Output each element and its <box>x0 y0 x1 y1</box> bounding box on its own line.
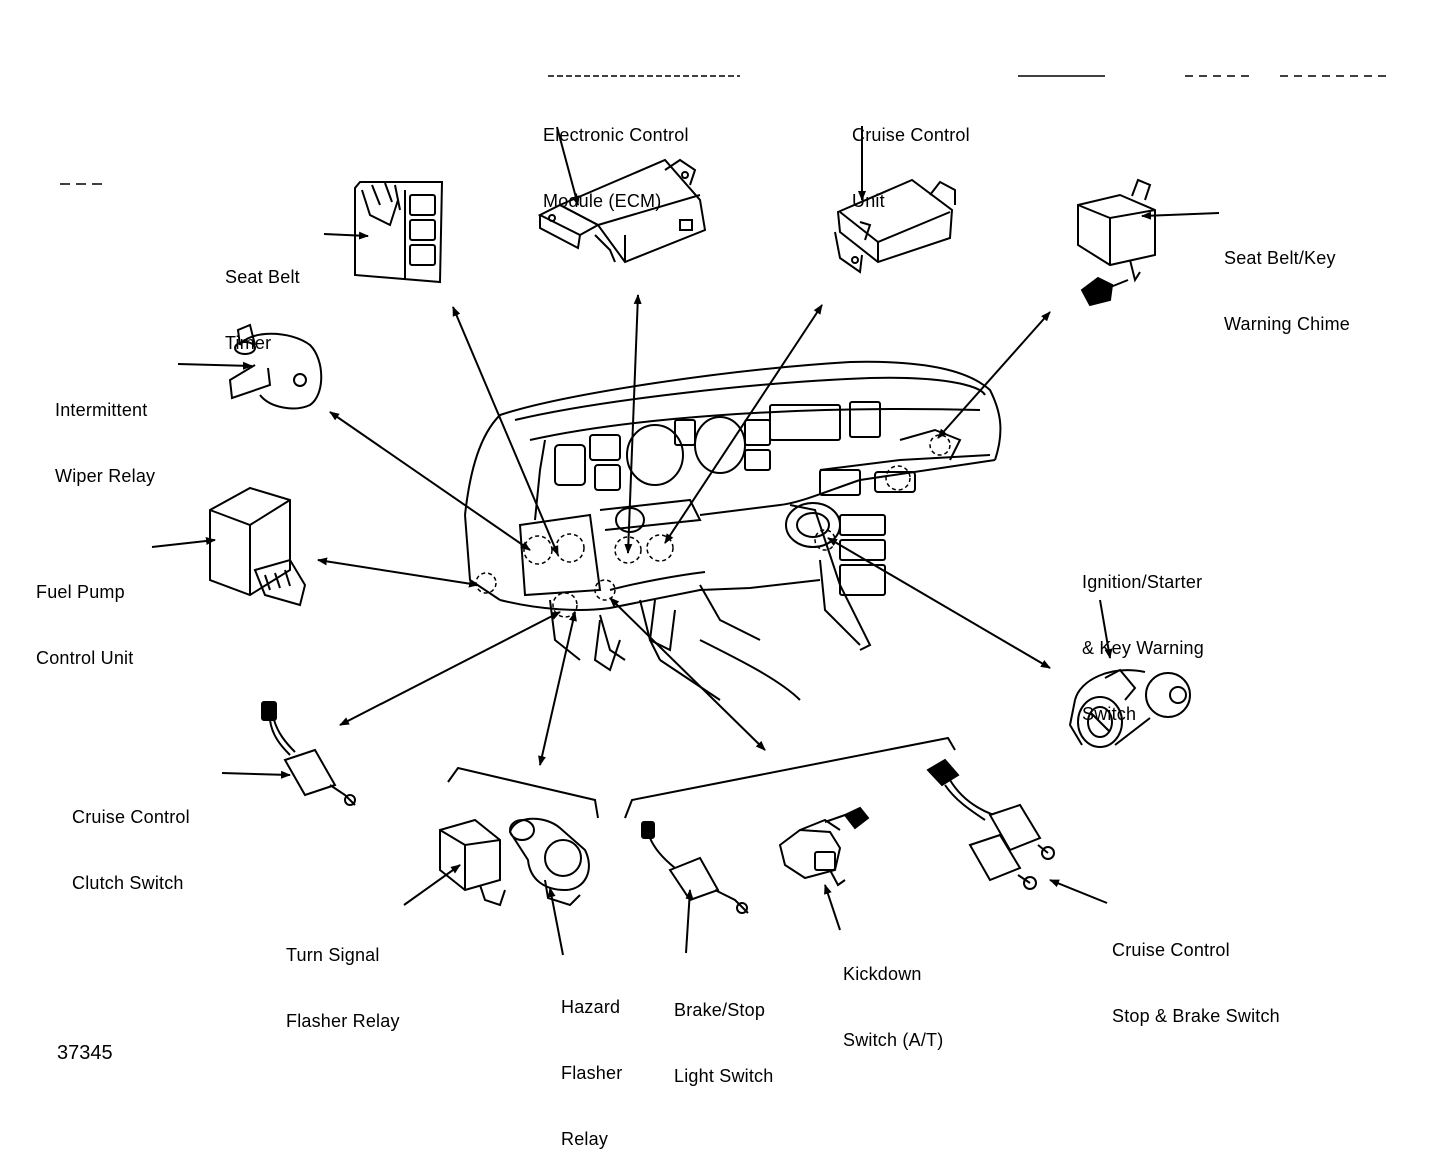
label-wiper-relay-line-2: Wiper Relay <box>55 466 156 486</box>
label-turn-signal-line-1: Turn Signal <box>286 945 380 965</box>
ignition-switch-illustration <box>1070 670 1190 747</box>
label-clutch-switch-line-2: Clutch Switch <box>72 873 184 893</box>
label-hazard-line-3: Relay <box>561 1129 609 1149</box>
fuel-pump-unit-illustration <box>210 488 305 605</box>
label-seat-belt-chime-line-2: Warning Chime <box>1224 314 1350 334</box>
label-turn-signal-line-2: Flasher Relay <box>286 1011 400 1031</box>
locator-arrows <box>317 294 1051 766</box>
dashboard-illustration <box>465 362 1000 700</box>
hazard-relay-illustration <box>510 819 589 905</box>
turn-signal-relay-illustration <box>440 820 505 905</box>
label-clutch-switch: Cruise Control Clutch Switch <box>72 762 190 916</box>
label-hazard: Hazard Flasher Relay <box>561 952 622 1172</box>
label-ignition-switch-line-2: & Key Warning <box>1082 638 1204 658</box>
kickdown-switch-illustration <box>780 808 868 885</box>
label-kickdown: Kickdown Switch (A/T) <box>843 919 943 1073</box>
label-wiper-relay-line-1: Intermittent <box>55 400 148 420</box>
label-hazard-line-1: Hazard <box>561 997 621 1017</box>
label-brake-light: Brake/Stop Light Switch <box>674 955 773 1109</box>
ecm-illustration <box>540 160 705 262</box>
chime-illustration <box>1078 180 1155 305</box>
label-seat-belt-timer-line-1: Seat Belt <box>225 267 300 287</box>
seat-belt-timer-illustration <box>355 182 442 282</box>
brake-switch-illustration <box>642 822 748 913</box>
label-fuel-pump-line-2: Control Unit <box>36 648 134 668</box>
stop-brake-switch-illustration <box>928 760 1054 889</box>
label-hazard-line-2: Flasher <box>561 1063 623 1083</box>
label-ignition-switch: Ignition/Starter & Key Warning Switch <box>1082 527 1204 747</box>
label-clutch-switch-line-1: Cruise Control <box>72 807 190 827</box>
label-ignition-switch-line-3: Switch <box>1082 704 1137 724</box>
label-ecm: Electronic Control Module (ECM) <box>543 80 689 234</box>
label-wiper-relay: Intermittent Wiper Relay <box>55 355 155 509</box>
label-seat-belt-timer-line-2: Timer <box>225 333 272 353</box>
label-ecm-line-1: Electronic Control <box>543 125 689 145</box>
cruise-unit-illustration <box>835 180 955 272</box>
label-turn-signal: Turn Signal Flasher Relay <box>286 900 400 1054</box>
label-stop-brake-line-1: Cruise Control <box>1112 940 1230 960</box>
label-cruise-unit-line-2: Unit <box>852 191 885 211</box>
diagram-drawing <box>0 0 1429 1137</box>
label-ignition-switch-line-1: Ignition/Starter <box>1082 572 1203 592</box>
label-stop-brake-line-2: Stop & Brake Switch <box>1112 1006 1280 1026</box>
label-ecm-line-2: Module (ECM) <box>543 191 662 211</box>
label-kickdown-line-2: Switch (A/T) <box>843 1030 944 1050</box>
label-kickdown-line-1: Kickdown <box>843 964 922 984</box>
label-seat-belt-chime: Seat Belt/Key Warning Chime <box>1224 203 1350 357</box>
label-cruise-unit: Cruise Control Unit <box>852 80 970 234</box>
wiper-relay-illustration <box>230 325 321 408</box>
label-brake-light-line-1: Brake/Stop <box>674 1000 766 1020</box>
figure-number: 37345 <box>57 1042 113 1064</box>
label-seat-belt-chime-line-1: Seat Belt/Key <box>1224 248 1336 268</box>
label-fuel-pump: Fuel Pump Control Unit <box>36 537 133 691</box>
label-seat-belt-timer: Seat Belt Timer <box>225 222 300 376</box>
label-fuel-pump-line-1: Fuel Pump <box>36 582 125 602</box>
label-arrows <box>152 126 1219 955</box>
scan-artifacts <box>60 76 1390 184</box>
label-cruise-unit-line-1: Cruise Control <box>852 125 970 145</box>
component-locator-diagram <box>0 0 1429 1137</box>
label-brake-light-line-2: Light Switch <box>674 1066 774 1086</box>
clutch-switch-illustration <box>262 702 355 805</box>
grouping-brackets <box>448 738 955 818</box>
label-stop-brake: Cruise Control Stop & Brake Switch <box>1112 895 1280 1049</box>
